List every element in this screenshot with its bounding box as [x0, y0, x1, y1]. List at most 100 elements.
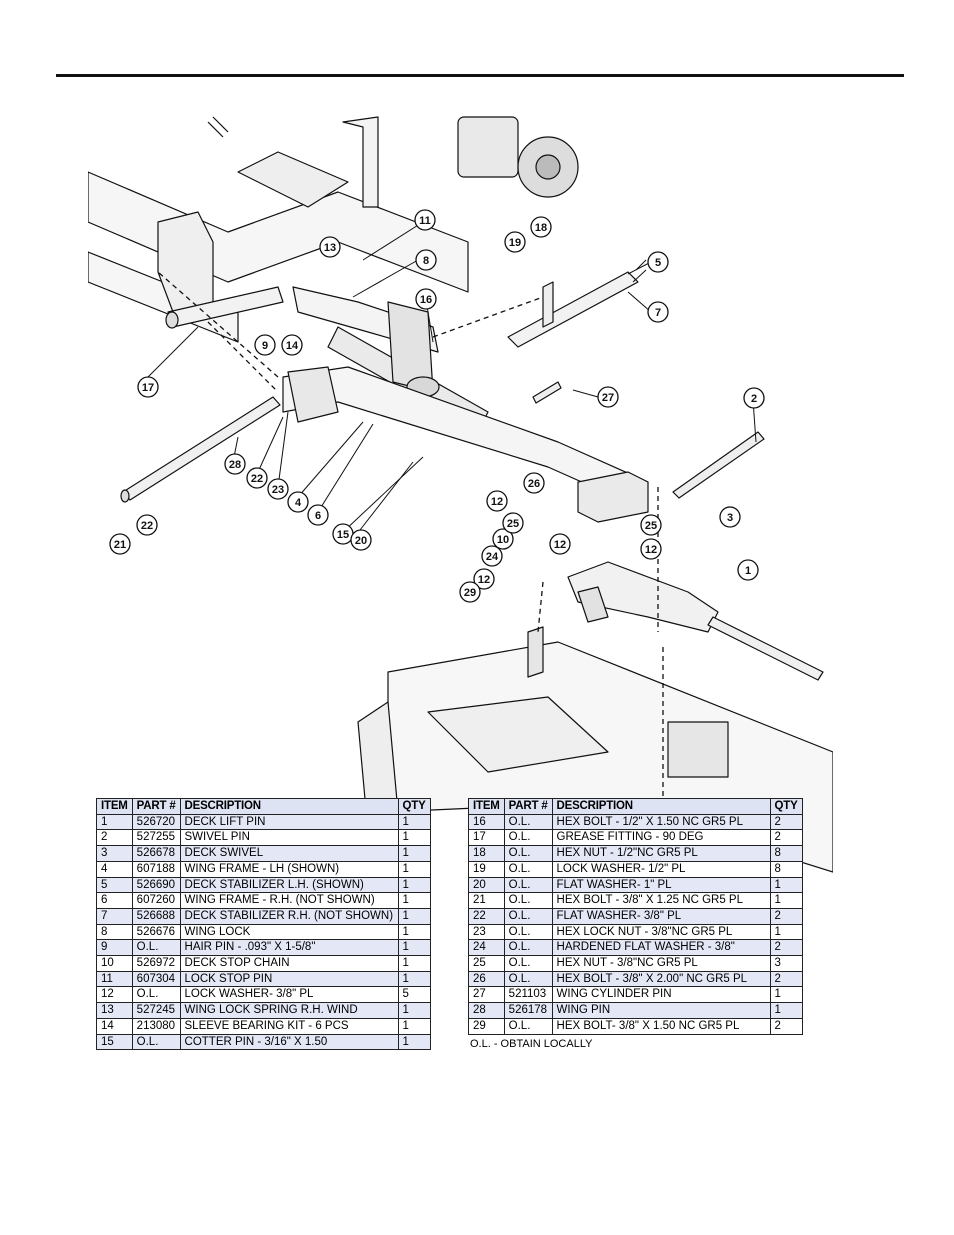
callout-label: 17 [142, 382, 154, 394]
cell-part-number: 527255 [131, 829, 181, 847]
cell-qty: 1 [769, 1002, 803, 1019]
callout-17: 17 [137, 376, 159, 398]
cell-part-number: O.L. [503, 939, 553, 957]
callout-label: 15 [337, 529, 349, 541]
leader-lines [147, 221, 757, 533]
cell-description: DECK STABILIZER R.H. (NOT SHOWN) [179, 907, 399, 925]
callout-label: 4 [295, 497, 302, 509]
cell-item: 24 [468, 939, 505, 957]
callout-label: 22 [141, 520, 153, 532]
cell-part-number: O.L. [503, 829, 553, 847]
cell-qty: 1 [397, 939, 431, 957]
callout-16: 16 [415, 288, 437, 310]
cell-qty: 8 [769, 845, 803, 862]
cell-description: SWIVEL PIN [179, 829, 399, 847]
header-rule [56, 74, 904, 77]
callout-22: 22 [246, 467, 268, 489]
cell-part-number: 526178 [503, 1002, 553, 1019]
cell-part-number: O.L. [503, 876, 553, 894]
cell-part-number: O.L. [131, 939, 181, 957]
callout-29: 29 [459, 581, 481, 603]
cell-description: FLAT WASHER- 3/8" PL [551, 907, 771, 925]
cell-description: DECK LIFT PIN [179, 813, 399, 831]
cell-qty: 2 [769, 829, 803, 847]
cell-part-number: O.L. [503, 923, 553, 941]
cell-description: HARDENED FLAT WASHER - 3/8" [551, 939, 771, 957]
callout-label: 20 [355, 535, 367, 547]
callout-22: 22 [136, 514, 158, 536]
cell-item: 17 [468, 829, 505, 847]
cell-qty: 1 [769, 923, 803, 941]
callout-25: 25 [640, 514, 662, 536]
callout-14: 14 [281, 334, 303, 356]
header-item: ITEM [96, 798, 133, 815]
cell-qty: 1 [397, 876, 431, 894]
cell-description: LOCK WASHER- 3/8" PL [179, 986, 399, 1004]
cell-description: HEX LOCK NUT - 3/8"NC GR5 PL [551, 923, 771, 941]
callout-5: 5 [647, 251, 669, 273]
cell-qty: 1 [397, 970, 431, 988]
cell-item: 25 [468, 955, 505, 972]
alignment-lines [157, 271, 664, 802]
cell-item: 14 [96, 1017, 133, 1035]
cell-part-number: 526678 [131, 845, 181, 862]
cell-part-number: 526690 [131, 876, 181, 894]
header-part-number: PART # [131, 798, 181, 815]
cell-item: 26 [468, 970, 505, 988]
cell-item: 1 [96, 813, 133, 831]
cell-qty: 1 [397, 860, 431, 878]
cell-item: 28 [468, 1002, 505, 1019]
callout-20: 20 [350, 529, 372, 551]
callout-15: 15 [332, 523, 354, 545]
cell-qty: 5 [397, 986, 431, 1004]
callout-21: 21 [109, 533, 131, 555]
cell-description: HEX BOLT - 1/2" X 1.50 NC GR5 PL [551, 813, 771, 831]
cell-description: WING FRAME - LH (SHOWN) [179, 860, 399, 878]
callout-10: 10 [492, 528, 514, 550]
callout-label: 26 [528, 478, 540, 490]
callout-1: 1 [737, 559, 759, 581]
cell-item: 13 [96, 1002, 133, 1019]
callout-23: 23 [267, 478, 289, 500]
cell-qty: 1 [397, 892, 431, 909]
cell-qty: 8 [769, 860, 803, 878]
cell-description: FLAT WASHER- 1" PL [551, 876, 771, 894]
cell-part-number: O.L. [131, 1033, 181, 1051]
cell-item: 16 [468, 813, 505, 831]
callout-27: 27 [597, 386, 619, 408]
callout-label: 7 [655, 307, 661, 319]
cell-part-number: O.L. [503, 970, 553, 988]
cell-item: 10 [96, 955, 133, 972]
cell-qty: 1 [769, 892, 803, 909]
callout-label: 8 [423, 255, 429, 267]
cell-part-number: 607188 [131, 860, 181, 878]
cell-qty: 1 [397, 923, 431, 941]
callout-label: 11 [419, 215, 431, 227]
table-header-row: ITEM PART # DESCRIPTION QTY [96, 798, 431, 815]
callout-label: 24 [486, 551, 499, 563]
cell-part-number: O.L. [503, 892, 553, 909]
header-qty: QTY [769, 798, 803, 815]
callout-label: 28 [229, 459, 241, 471]
cell-qty: 1 [397, 1017, 431, 1035]
cell-description: HEX NUT - 3/8"NC GR5 PL [551, 955, 771, 972]
cell-qty: 1 [769, 986, 803, 1004]
callout-13: 13 [319, 236, 341, 258]
cell-part-number: 526688 [131, 907, 181, 925]
cell-item: 18 [468, 845, 505, 862]
cell-qty: 2 [769, 939, 803, 957]
